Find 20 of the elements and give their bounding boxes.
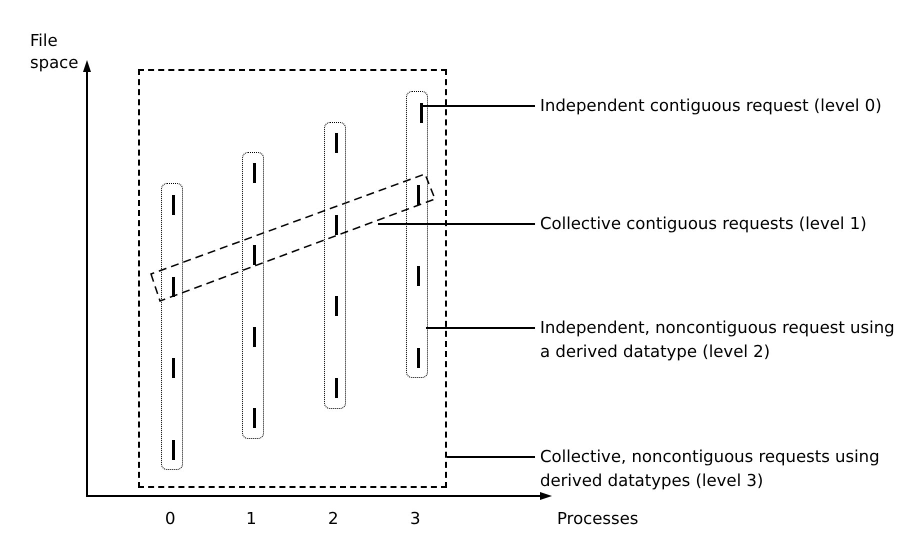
- leader-line: [447, 456, 535, 458]
- dotted-column-box: [324, 122, 346, 409]
- request-mark: [420, 103, 423, 123]
- axis-title: Processes: [557, 508, 638, 530]
- tick-label: 0: [165, 508, 176, 530]
- callout-text: Collective contiguous requests (level 1): [540, 213, 868, 235]
- callout-text: Independent contiguous request (level 0): [540, 95, 883, 117]
- leader-line: [426, 327, 535, 329]
- dotted-column-box: [161, 183, 183, 470]
- tick-label: 3: [410, 508, 420, 530]
- dotted-column-box: [242, 152, 264, 439]
- callout-text: Collective, noncontiguous requests using derived datatypes (level 3): [540, 446, 881, 492]
- tick-label: 1: [246, 508, 256, 530]
- axis-title: File space: [30, 30, 80, 74]
- callout-text: Independent, noncontiguous request using a derived datatype (level 2): [540, 317, 895, 363]
- leader-line: [378, 223, 535, 225]
- dotted-column-box: [406, 91, 428, 378]
- dashed-group-box: [138, 69, 447, 488]
- leader-line: [420, 105, 535, 107]
- tick-label: 2: [328, 508, 338, 530]
